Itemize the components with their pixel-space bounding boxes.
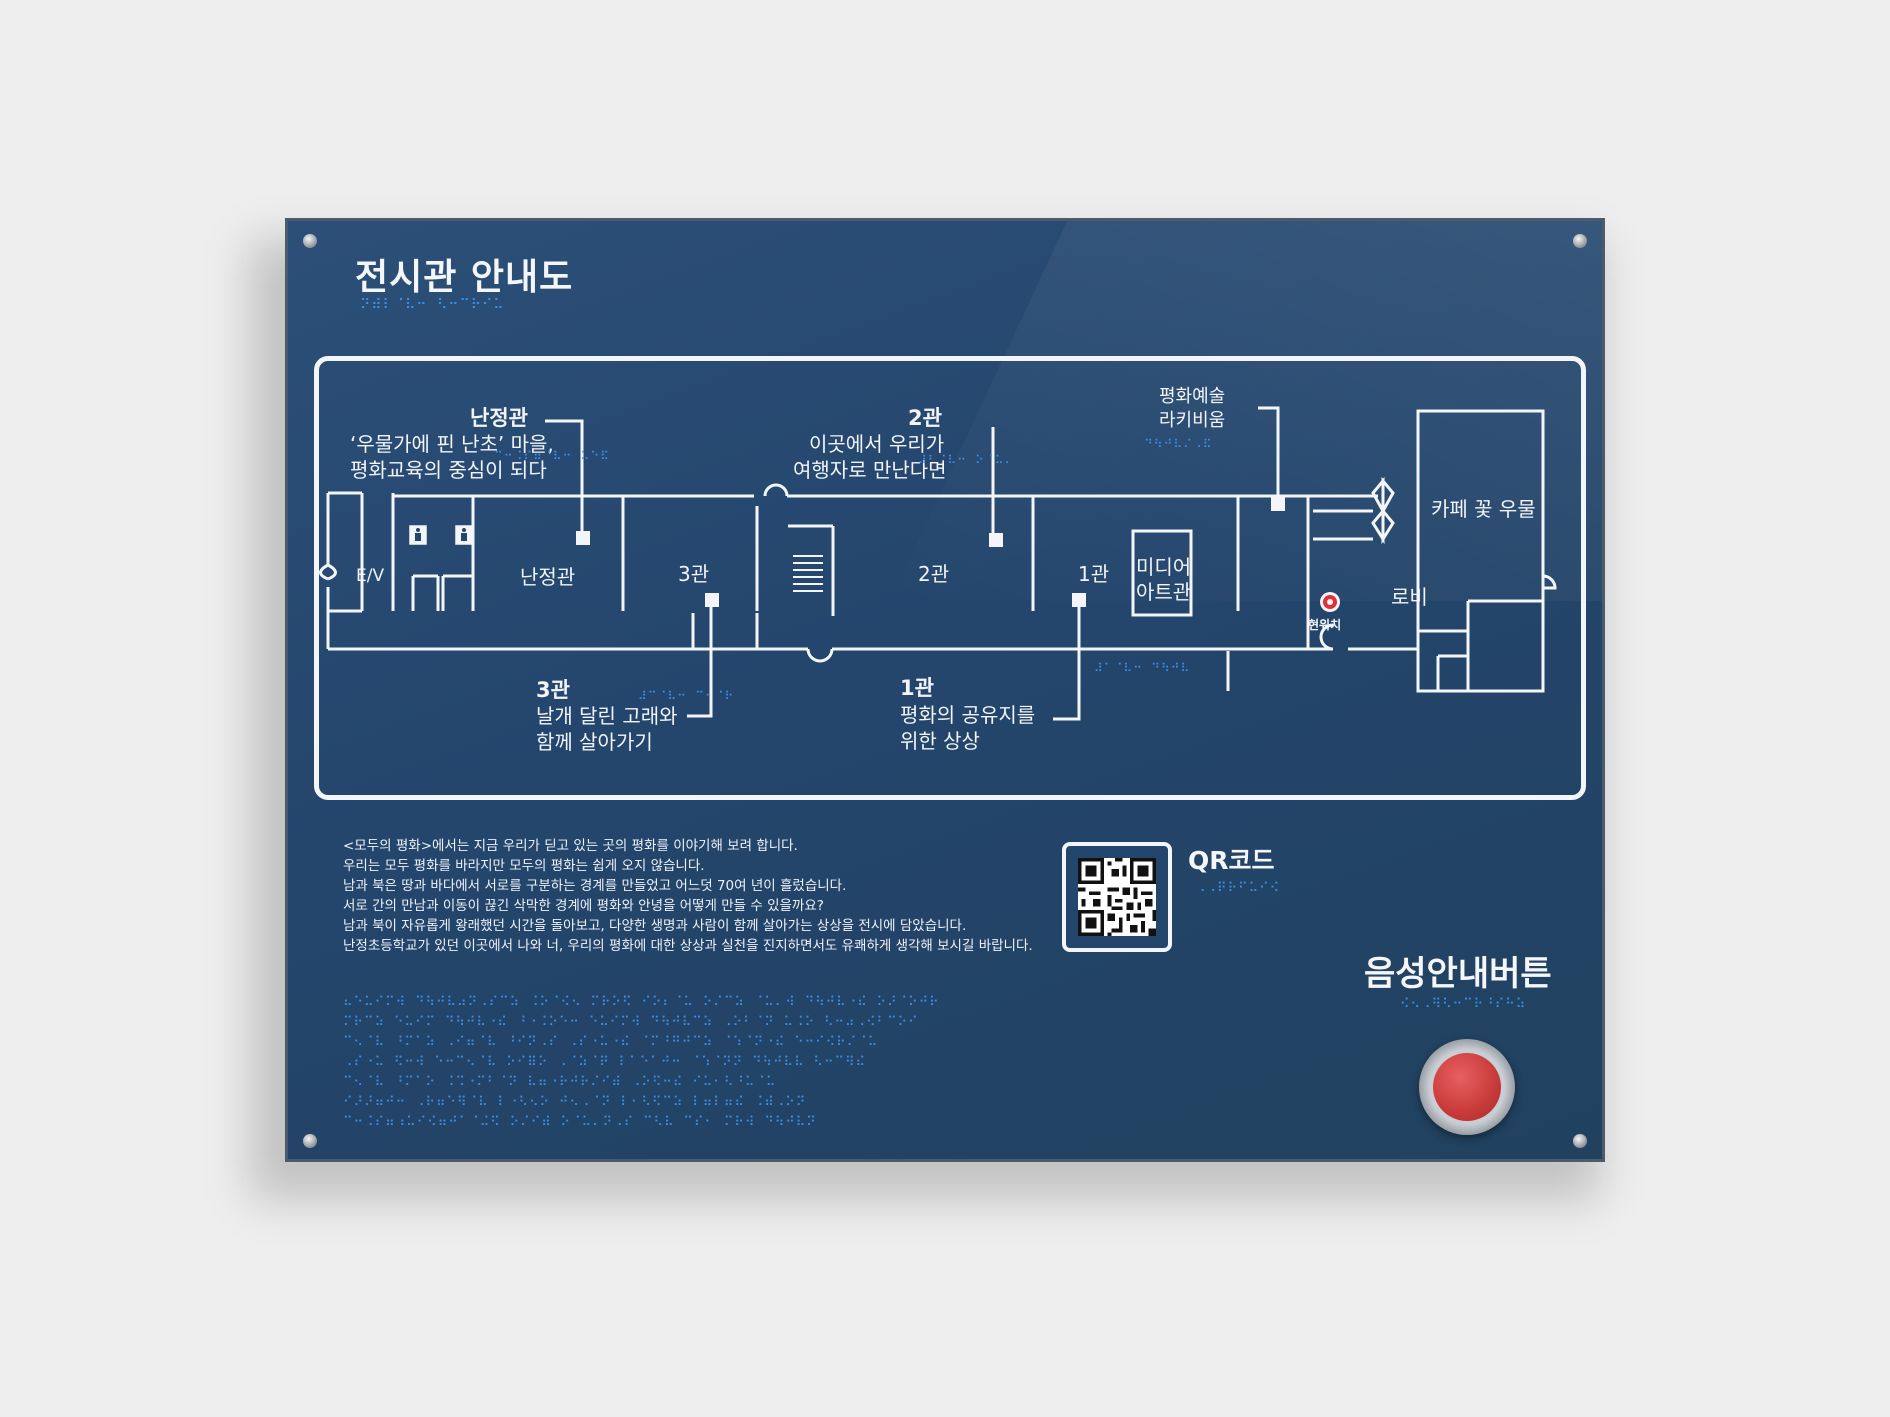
callout-hall1-braille: ⠼⠁⠈⠧⠒ ⠙⠳⠚⠧ bbox=[1094, 661, 1191, 675]
callout-hall2-line1: 이곳에서 우리가 bbox=[809, 432, 945, 456]
floor-plan bbox=[319, 406, 1557, 721]
screw-icon bbox=[1573, 234, 1587, 248]
callout-hall1-title: 1관 bbox=[900, 676, 934, 700]
description-line: <모두의 평화>에서는 지금 우리가 딛고 있는 곳의 평화를 이야기해 보려 … bbox=[343, 838, 798, 854]
room-lobby: 로비 bbox=[1391, 585, 1428, 609]
room-media-line2: 아트관 bbox=[1136, 580, 1192, 604]
description-line: 서로 간의 만남과 이동이 끊긴 삭막한 경계에 평화와 안녕을 어떻게 만들 … bbox=[343, 898, 824, 914]
callout-hall2-title: 2관 bbox=[908, 406, 942, 430]
callout-art-braille: ⠙⠳⠚⠧⠌⠠⠯ bbox=[1144, 437, 1213, 451]
braille-line: ⠉⠢⠈⠧ ⠘⠍⠁⠵ ⠠⠊⠶⠈⠧ ⠘⠊⠝⠠⠎ ⠠⠎⠐⠥⠐⠮ ⠈⠍⠘⠛⠚⠉⠵ ⠈⠱⠈… bbox=[343, 1035, 879, 1050]
callout-hall2-line2: 여행자로 만난다면 bbox=[793, 458, 947, 482]
room-hall3: 3관 bbox=[678, 562, 710, 586]
description-text: <모두의 평화>에서는 지금 우리가 딛고 있는 곳의 평화를 이야기해 보려 … bbox=[343, 836, 1103, 956]
screw-icon bbox=[1573, 1134, 1587, 1148]
qr-code-title: QR코드 bbox=[1188, 846, 1275, 875]
description-line: 남과 북이 자유롭게 왕래했던 시간을 돌아보고, 다양한 생명과 사람이 함께… bbox=[343, 918, 967, 934]
callout-hall3-braille: ⠼⠉⠈⠧⠒ ⠉⠂⠈⠗ bbox=[638, 689, 735, 703]
description-braille: ⠦⠑⠥⠊⠍⠺ ⠙⠳⠚⠧⠴⠝⠠⠎⠉⠵ ⠨⠕⠈⠪⠢ ⠍⠗⠕⠫ ⠊⠕⠆⠈⠥ ⠕⠌⠉⠵ … bbox=[343, 993, 1103, 1133]
current-location-label: 현위치 bbox=[1308, 618, 1342, 632]
voice-guide-title: 음성안내버튼 bbox=[1364, 954, 1552, 994]
floor-map-frame bbox=[314, 356, 1586, 800]
callout-nanjeong-braille: ⠉⠒⠨⠎⠶⠈⠧⠒ ⠥⠑⠯ bbox=[494, 449, 610, 463]
room-ev: E/V bbox=[356, 566, 385, 586]
braille-line: ⠦⠑⠥⠊⠍⠺ ⠙⠳⠚⠧⠴⠝⠠⠎⠉⠵ ⠨⠕⠈⠪⠢ ⠍⠗⠕⠫ ⠊⠕⠆⠈⠥ ⠕⠌⠉⠵ … bbox=[343, 995, 940, 1010]
voice-guide-braille: ⠪⠢⠠⠻⠣⠒⠉⠗⠘⠎⠓⠵ bbox=[1400, 997, 1527, 1012]
screw-icon bbox=[303, 1134, 317, 1148]
braille-line: ⠉⠒⠨⠎⠶⠰⠥⠊⠪⠶⠚⠁⠈⠬⠫ ⠕⠌⠊⠾ ⠕⠈⠥⠄⠝⠠⠎ ⠉⠣⠧ ⠉⠎⠂ ⠍⠗⠺… bbox=[343, 1115, 817, 1130]
red-button-icon bbox=[1433, 1053, 1501, 1121]
callout-art-line1: 평화예술 bbox=[1159, 386, 1226, 407]
screw-icon bbox=[303, 234, 317, 248]
description-line: 남과 북은 땅과 바다에서 서로를 구분하는 경계를 만들었고 어느덧 70여 … bbox=[343, 878, 847, 894]
callout-hall3-line1: 날개 달린 고래와 bbox=[536, 704, 678, 728]
description-line: 난정초등학교가 있던 이곳에서 나와 너, 우리의 평화에 대한 상상과 실천을… bbox=[343, 938, 1033, 954]
title-braille: ⠝⠾⠇⠈⠧⠒ ⠣⠒⠉⠗⠊⠥ bbox=[360, 297, 505, 313]
callout-nanjeong-title: 난정관 bbox=[470, 406, 528, 430]
braille-line: ⠠⠎⠐⠥ ⠫⠒⠺ ⠑⠒⠉⠢⠈⠧ ⠕⠊⠿⠕ ⠠⠈⠵⠈⠟ ⠇⠁⠑⠁⠚⠒ ⠈⠱⠈⠝⠝ … bbox=[343, 1055, 867, 1070]
room-cafe: 카페 꽃 우물 bbox=[1431, 497, 1536, 521]
voice-guide-button[interactable] bbox=[1419, 1039, 1515, 1135]
callout-hall3-line2: 함께 살아가기 bbox=[536, 730, 653, 754]
room-media-line1: 미디어 bbox=[1136, 555, 1192, 579]
callout-art-line2: 라키비움 bbox=[1159, 410, 1226, 431]
callout-hall3-title: 3관 bbox=[536, 678, 570, 702]
callout-hall1-line2: 위한 상상 bbox=[900, 729, 980, 753]
qr-code[interactable] bbox=[1062, 842, 1172, 952]
braille-line: ⠊⠜⠜⠶⠚⠒ ⠠⠗⠶⠑⠻⠈⠧ ⠇⠐⠣⠢⠕ ⠚⠢⠠⠈⠝ ⠇⠂⠣⠫⠉⠵ ⠇⠶⠇⠶⠮ … bbox=[343, 1095, 807, 1110]
callout-nanjeong-line1: ‘우물가에 핀 난초’ 마을, bbox=[350, 432, 554, 456]
braille-line: ⠉⠢⠈⠧ ⠘⠍⠁⠕ ⠨⠩⠐⠍⠃⠈⠝ ⠧⠶⠐⠗⠚⠗⠌⠊⠾ ⠠⠕⠫⠒⠮ ⠊⠥⠂⠣⠘⠥… bbox=[343, 1075, 777, 1090]
qr-code-icon bbox=[1078, 858, 1156, 936]
callout-hall1-line1: 평화의 공유지를 bbox=[900, 703, 1036, 727]
room-hall2: 2관 bbox=[918, 562, 950, 586]
sign-title: 전시관 안내도 bbox=[355, 257, 574, 298]
description-line: 우리는 모두 평화를 바라지만 모두의 평화는 쉽게 오지 않습니다. bbox=[343, 858, 705, 874]
qr-code-braille: ⠠⠠⠟⠗⠋⠥⠊⠪ bbox=[1196, 881, 1281, 896]
room-hall1: 1관 bbox=[1078, 562, 1110, 586]
braille-line: ⠍⠗⠉⠵ ⠑⠥⠊⠍ ⠙⠳⠚⠧⠐⠮ ⠘⠐⠨⠕⠑⠒ ⠑⠥⠊⠍⠺ ⠙⠳⠚⠧⠉⠵ ⠠⠕⠃… bbox=[343, 1015, 919, 1030]
room-nanjeong: 난정관 bbox=[520, 565, 576, 589]
guide-sign: 전시관 안내도 ⠝⠾⠇⠈⠧⠒ ⠣⠒⠉⠗⠊⠥ bbox=[285, 218, 1605, 1162]
callout-hall2-braille: ⠼⠃⠈⠧⠒ ⠕⠈⠥⠄ bbox=[918, 453, 1015, 467]
callout-nanjeong-line2: 평화교육의 중심이 되다 bbox=[350, 458, 547, 482]
